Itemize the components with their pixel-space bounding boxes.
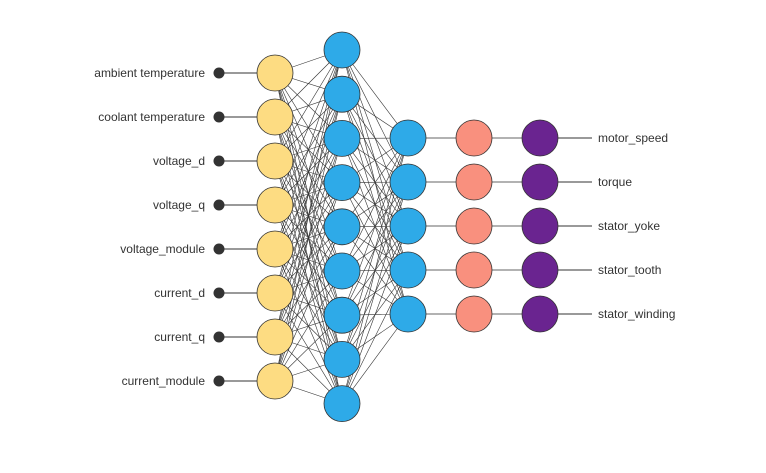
input-dot-1 (213, 111, 225, 123)
output-label-0: motor_speed (598, 131, 668, 145)
node-layer1-7 (323, 340, 361, 378)
network-nodes (256, 31, 559, 423)
node-layer2-1 (389, 163, 427, 201)
node-layer2-0 (389, 119, 427, 157)
node-layer1-0 (323, 31, 361, 69)
input-label-7: current_module (122, 374, 206, 388)
input-label-4: voltage_module (120, 242, 205, 256)
node-layer1-1 (323, 75, 361, 113)
edge-l0-2-0 (274, 49, 343, 162)
node-layer1-2 (323, 119, 361, 157)
edge-l0-7-5 (274, 270, 343, 382)
input-dot-2 (213, 155, 225, 167)
node-layer4-4 (521, 295, 559, 333)
node-layer1-4 (323, 208, 361, 246)
node-layer0-4 (256, 230, 294, 268)
node-layer4-3 (521, 251, 559, 289)
input-dot-4 (213, 243, 225, 255)
input-label-5: current_d (154, 286, 205, 300)
edge-l1-4-0 (341, 137, 409, 227)
node-layer4-2 (521, 207, 559, 245)
node-layer1-8 (323, 385, 361, 423)
node-layer2-3 (389, 251, 427, 289)
node-layer4-0 (521, 119, 559, 157)
node-layer2-2 (389, 207, 427, 245)
node-layer0-2 (256, 142, 294, 180)
node-layer3-3 (455, 251, 493, 289)
node-layer1-3 (323, 164, 361, 202)
node-layer4-1 (521, 163, 559, 201)
node-layer3-1 (455, 163, 493, 201)
input-label-6: current_q (154, 330, 205, 344)
input-label-3: voltage_q (153, 198, 205, 212)
node-layer1-5 (323, 252, 361, 290)
output-label-1: torque (598, 175, 632, 189)
node-layer2-4 (389, 295, 427, 333)
io-lines (213, 67, 592, 387)
input-dot-0 (213, 67, 225, 79)
edge-l1-8-3 (341, 269, 409, 404)
node-layer3-4 (455, 295, 493, 333)
node-layer0-1 (256, 98, 294, 136)
node-layer0-7 (256, 362, 294, 400)
input-dot-6 (213, 331, 225, 343)
edge-l0-3-0 (274, 49, 343, 206)
io-labels: ambient temperature coolant temperature vo… (94, 66, 675, 388)
edge-l1-5-0 (341, 137, 409, 272)
node-layer0-5 (256, 274, 294, 312)
input-dot-5 (213, 287, 225, 299)
edge-l0-7-4 (274, 226, 343, 382)
input-label-2: voltage_d (153, 154, 205, 168)
output-label-2: stator_yoke (598, 219, 660, 233)
node-layer1-6 (323, 296, 361, 334)
input-label-0: ambient temperature (94, 66, 205, 80)
output-label-3: stator_tooth (598, 263, 661, 277)
input-dot-7 (213, 375, 225, 387)
input-dot-3 (213, 199, 225, 211)
edge-l1-8-4 (341, 313, 409, 404)
node-layer3-2 (455, 207, 493, 245)
node-layer0-3 (256, 186, 294, 224)
node-layer3-0 (455, 119, 493, 157)
node-layer0-0 (256, 54, 294, 92)
output-label-4: stator_winding (598, 307, 675, 321)
input-label-1: coolant temperature (98, 110, 205, 124)
node-layer0-6 (256, 318, 294, 356)
